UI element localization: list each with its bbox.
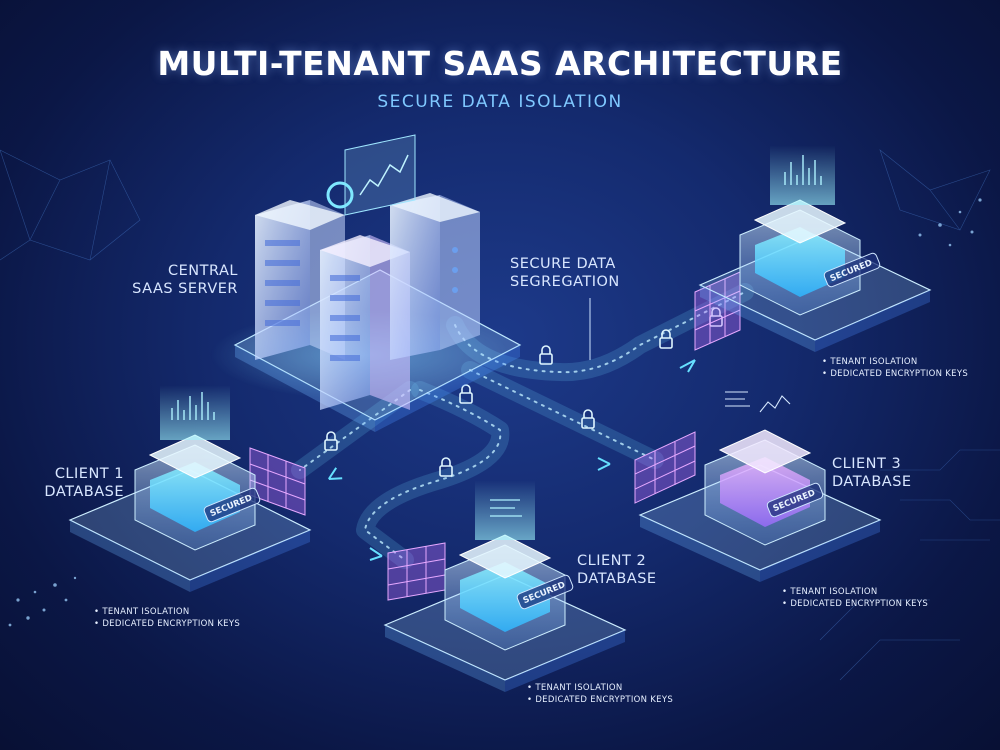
client-3-label-line1: CLIENT 3 bbox=[832, 456, 902, 472]
client-1-database bbox=[68, 385, 312, 592]
firewall-icon bbox=[694, 271, 741, 351]
lock-icon bbox=[539, 345, 553, 365]
pipe-to-client-3 bbox=[461, 361, 664, 469]
list-item: TENANT ISOLATION bbox=[782, 586, 928, 598]
hologram-chart-icon bbox=[326, 134, 416, 216]
segregation-label-line1: SECURE DATA bbox=[510, 256, 616, 272]
database-stack-icon bbox=[739, 199, 861, 316]
list-item: TENANT ISOLATION bbox=[94, 606, 240, 618]
client-3-bullets: TENANT ISOLATION DEDICATED ENCRYPTION KE… bbox=[782, 586, 928, 610]
firewall-icon bbox=[634, 431, 696, 504]
firewall-icon bbox=[387, 542, 446, 601]
client-2-label-line1: CLIENT 2 bbox=[577, 553, 647, 569]
client-4-bullets: TENANT ISOLATION DEDICATED ENCRYPTION KE… bbox=[822, 356, 968, 380]
client-1-label-line1: CLIENT 1 bbox=[54, 466, 124, 482]
client-2-bullets: TENANT ISOLATION DEDICATED ENCRYPTION KE… bbox=[527, 682, 673, 706]
pipe-to-client-2 bbox=[356, 381, 510, 569]
lock-icon bbox=[581, 409, 595, 429]
list-item: TENANT ISOLATION bbox=[822, 356, 968, 368]
server-label-line2: SAAS SERVER bbox=[132, 281, 238, 297]
client-3-label-line2: DATABASE bbox=[832, 474, 912, 490]
lock-icon bbox=[439, 457, 453, 477]
client-3-label: CLIENT 3 DATABASE bbox=[832, 455, 912, 491]
list-item: DEDICATED ENCRYPTION KEYS bbox=[94, 618, 240, 630]
client-1-label: CLIENT 1 DATABASE bbox=[20, 465, 124, 501]
list-item: DEDICATED ENCRYPTION KEYS bbox=[782, 598, 928, 610]
server-rack-icon bbox=[390, 193, 480, 360]
secured-badge bbox=[203, 487, 261, 523]
page-title: MULTI-TENANT SAAS ARCHITECTURE bbox=[157, 44, 843, 83]
page-subtitle: SECURE DATA ISOLATION bbox=[377, 92, 623, 112]
client-1-label-line2: DATABASE bbox=[44, 484, 124, 500]
client-4-database bbox=[698, 145, 932, 352]
pipe-to-client-1 bbox=[291, 381, 419, 479]
server-label: CENTRAL SAAS SERVER bbox=[120, 262, 238, 298]
lock-icon bbox=[324, 431, 338, 451]
client-3-database bbox=[638, 391, 882, 582]
central-server bbox=[210, 134, 522, 432]
lock-icon bbox=[659, 329, 673, 349]
list-item: DEDICATED ENCRYPTION KEYS bbox=[527, 694, 673, 706]
database-stack-icon bbox=[444, 534, 566, 651]
pipe-locks bbox=[324, 307, 723, 477]
client-1-bullets: TENANT ISOLATION DEDICATED ENCRYPTION KE… bbox=[94, 606, 240, 630]
segregation-label: SECURE DATA SEGREGATION bbox=[510, 255, 620, 291]
secured-badge bbox=[766, 482, 824, 518]
flow-arrow-icon bbox=[327, 359, 696, 561]
list-item: TENANT ISOLATION bbox=[527, 682, 673, 694]
client-2-database bbox=[383, 480, 627, 692]
client-2-label: CLIENT 2 DATABASE bbox=[577, 552, 657, 588]
background-particles bbox=[8, 198, 982, 627]
list-item: DEDICATED ENCRYPTION KEYS bbox=[822, 368, 968, 380]
server-label-line1: CENTRAL bbox=[168, 263, 238, 279]
client-2-label-line2: DATABASE bbox=[577, 571, 657, 587]
secured-badge bbox=[823, 252, 881, 288]
segregation-label-line2: SEGREGATION bbox=[510, 274, 620, 290]
secured-badge bbox=[516, 574, 574, 610]
